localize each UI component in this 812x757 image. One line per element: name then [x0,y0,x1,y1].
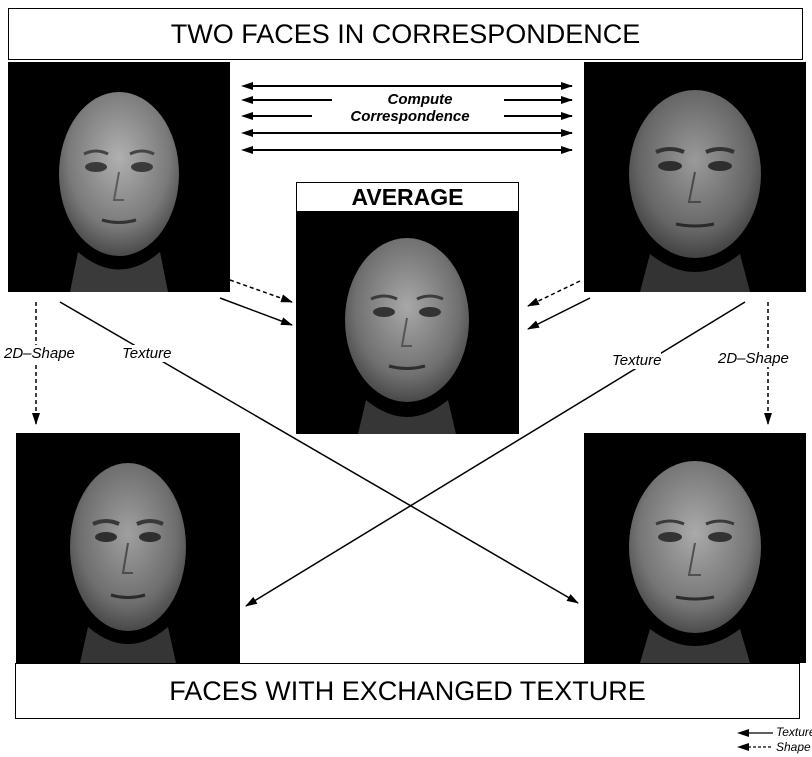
texture-label-right: Texture [612,352,661,369]
compute-label-line1: Compute [340,91,500,108]
legend-texture-label: Texture [776,725,812,739]
texture-arrow-to-average-left [220,298,292,325]
shape-label-left: 2D–Shape [4,345,75,362]
legend-shape-label: Shape [776,740,811,754]
texture-arrow-to-average-right [528,298,590,329]
shape-arrow-to-average-right [528,281,580,306]
shape-label-right: 2D–Shape [718,350,789,367]
texture-label-left: Texture [122,345,171,362]
shape-arrow-to-average-left [230,280,292,302]
compute-label-line2: Correspondence [318,108,502,125]
